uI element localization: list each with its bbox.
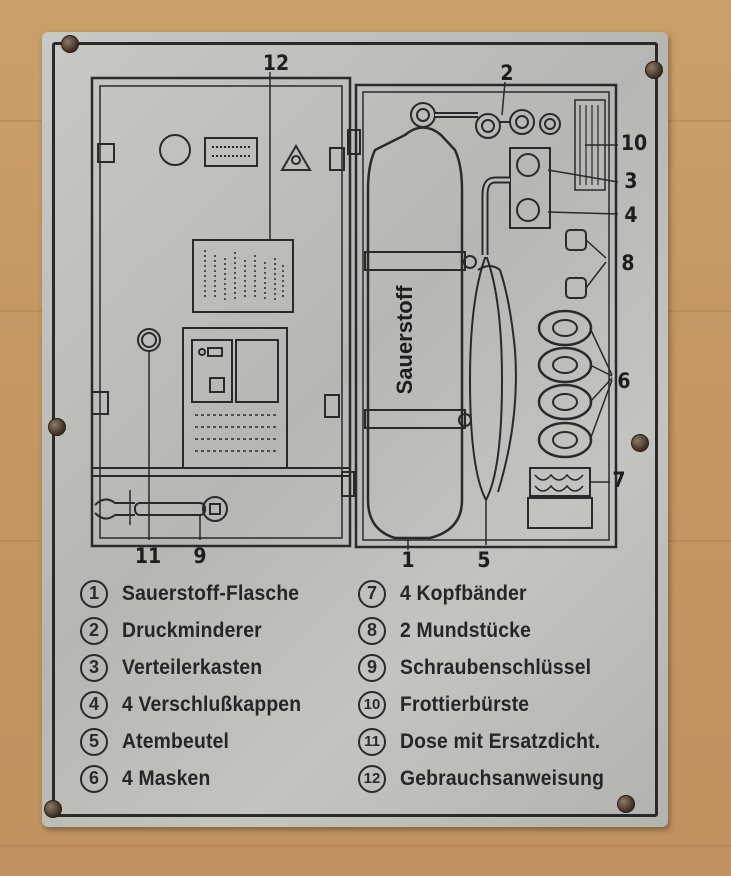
legend-item: 8 2 Mundstücke	[358, 612, 622, 649]
screw-mid-right	[631, 434, 649, 452]
callout-2: 2	[500, 61, 513, 85]
pressure-regulator	[435, 109, 561, 255]
screw-mid-left	[48, 418, 66, 436]
legend-item: 7 4 Kopfbänder	[358, 575, 622, 612]
legend-item: 3 Verteilerkasten	[80, 649, 317, 686]
legend-number: 10	[358, 690, 386, 719]
legend-number: 9	[358, 653, 386, 682]
legend-text: Druckminderer	[122, 618, 262, 642]
seal-tin	[137, 328, 161, 540]
callout-12: 12	[263, 51, 289, 75]
callout-9: 9	[193, 544, 206, 568]
oxygen-cylinder	[364, 102, 477, 550]
masks	[537, 309, 613, 459]
legend-item: 2 Druckminderer	[80, 612, 317, 649]
wrench	[94, 490, 228, 540]
legend-text: 4 Kopfbänder	[400, 581, 527, 605]
lid-panel	[182, 327, 288, 469]
legend-text: Frottierbürste	[400, 692, 530, 716]
callout-1: 1	[401, 548, 414, 572]
callout-7: 7	[612, 468, 625, 492]
case-lid	[90, 76, 352, 548]
legend-item: 10 Frottierbürste	[358, 686, 622, 723]
callout-5: 5	[477, 548, 490, 572]
legend-number: 12	[358, 764, 386, 793]
legend-number: 3	[80, 653, 108, 682]
callout-11: 11	[135, 544, 161, 568]
head-straps	[527, 467, 610, 529]
legend-text: Schraubenschlüssel	[400, 655, 592, 679]
screw-bottom-right	[617, 795, 635, 813]
parts-legend: 1 Sauerstoff-Flasche 2 Druckminderer 3 V…	[80, 575, 620, 795]
callout-10: 10	[621, 131, 647, 155]
legend-number: 11	[358, 727, 386, 756]
screw-bottom-left	[44, 800, 62, 818]
legend-item: 5 Atembeutel	[80, 723, 317, 760]
legend-text: Gebrauchsanweisung	[400, 766, 605, 790]
legend-item: 4 4 Verschlußkappen	[80, 686, 317, 723]
legend-item: 12 Gebrauchsanweisung	[358, 760, 622, 797]
breathing-bag	[468, 257, 517, 545]
callout-6: 6	[617, 369, 630, 393]
legend-text: Verteilerkasten	[122, 655, 263, 679]
legend-number: 1	[80, 579, 108, 608]
legend-text: 2 Mundstücke	[400, 618, 532, 642]
legend-text: Dose mit Ersatzdicht.	[400, 729, 601, 753]
legend-item: 1 Sauerstoff-Flasche	[80, 575, 317, 612]
legend-number: 8	[358, 616, 386, 645]
legend-text: 4 Masken	[122, 766, 211, 790]
legend-column-left: 1 Sauerstoff-Flasche 2 Druckminderer 3 V…	[80, 575, 317, 797]
callout-4: 4	[624, 203, 637, 227]
instruction-manual	[192, 72, 294, 313]
legend-item: 9 Schraubenschlüssel	[358, 649, 622, 686]
cylinder-label: Sauerstoff	[392, 285, 417, 394]
legend-number: 7	[358, 579, 386, 608]
legend-number: 5	[80, 727, 108, 756]
legend-number: 6	[80, 764, 108, 793]
mouthpieces	[565, 229, 607, 299]
screw-top-left	[61, 35, 79, 53]
legend-text: 4 Verschlußkappen	[122, 692, 302, 716]
legend-item: 6 4 Masken	[80, 760, 317, 797]
callout-3: 3	[624, 169, 637, 193]
legend-text: Atembeutel	[122, 729, 230, 753]
legend-number: 4	[80, 690, 108, 719]
screw-top-right	[645, 61, 663, 79]
legend-item: 11 Dose mit Ersatzdicht.	[358, 723, 622, 760]
legend-number: 2	[80, 616, 108, 645]
legend-column-right: 7 4 Kopfbänder 8 2 Mundstücke 9 Schraube…	[358, 575, 622, 797]
callout-8: 8	[621, 251, 634, 275]
legend-text: Sauerstoff-Flasche	[122, 581, 300, 605]
